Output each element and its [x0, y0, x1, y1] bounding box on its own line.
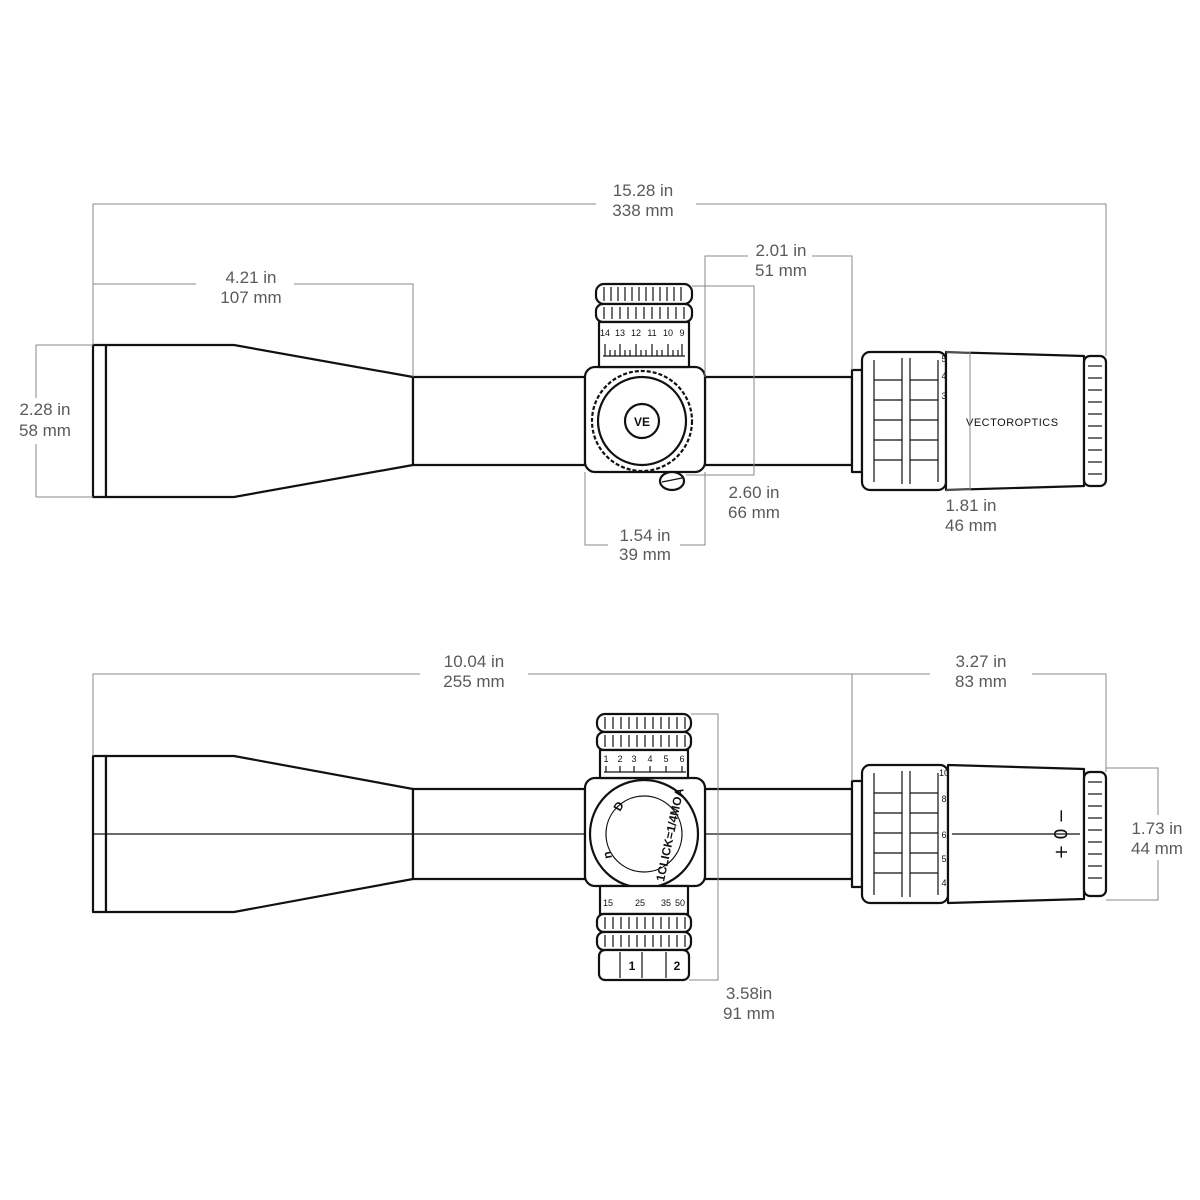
windage-scale-band	[598, 748, 690, 780]
turret-height-mm: 66 mm	[728, 503, 780, 522]
windage-scale-label: 4	[647, 754, 652, 764]
elevation-scale-label: 14	[600, 328, 610, 338]
diopter-zero-mark: 0	[1051, 828, 1072, 839]
eyepiece-collar-side	[850, 779, 864, 889]
parallax-scale-label: 25	[635, 898, 645, 908]
main-tube-front	[411, 375, 587, 467]
elevation-scale-label: 11	[647, 328, 656, 338]
dial-direction-label: n	[600, 850, 615, 860]
elevation-scale-label: 9	[679, 328, 684, 338]
overall-length-mm: 338 mm	[612, 201, 673, 220]
illumination-scale-label: 1	[629, 959, 636, 973]
cap-logo-icon: VE	[634, 415, 650, 429]
zoom-scale-label: 10	[939, 768, 949, 778]
zoom-scale-label: 8	[941, 794, 946, 804]
saddle-to-zoom-mm: 51 mm	[755, 261, 807, 280]
scope-side-view: 1 2 3 4 5 6 D n 1CLICK=1/4MOA 15 25	[91, 652, 1183, 1023]
windage-scale-label: 6	[679, 754, 684, 764]
zoom-ring-side	[860, 763, 950, 905]
eyepiece-dia-top-in: 1.81 in	[945, 496, 996, 515]
parallax-turret: 15 25 35 50	[595, 884, 693, 982]
objective-front-ring	[91, 343, 108, 499]
eyepiece-top-view: 5 4 3 VECTOROPTICS	[850, 350, 1108, 492]
main-tube-rear	[703, 375, 854, 467]
objective-bell-in: 4.21 in	[225, 268, 276, 287]
zoom-scale-label: 4	[941, 878, 946, 888]
saddle-to-zoom-in: 2.01 in	[755, 241, 806, 260]
parallax-scale-label: 15	[603, 898, 613, 908]
front-length-in: 10.04 in	[444, 652, 505, 671]
zoom-scale-label: 3	[941, 391, 946, 401]
diopter-ring	[1082, 354, 1108, 488]
parallax-scale-label: 50	[675, 898, 685, 908]
side-dial-top-view: VE	[590, 369, 694, 492]
elevation-turret-top: 14 13 12 11 10 9	[594, 282, 694, 369]
eyepiece-dia-side-in: 1.73 in	[1131, 819, 1182, 838]
windage-scale-label: 3	[631, 754, 636, 764]
elevation-scale-label: 13	[615, 328, 625, 338]
objective-dia-in: 2.28 in	[19, 400, 70, 419]
eyepiece-dia-side-mm: 44 mm	[1131, 839, 1183, 858]
brand-logo: VECTOROPTICS	[966, 417, 1059, 429]
zoom-scale-label: 6	[941, 830, 946, 840]
eyepiece-length-mm: 83 mm	[955, 672, 1007, 691]
illumination-knob	[658, 470, 686, 492]
parallax-scale-band	[598, 884, 690, 916]
elevation-scale-label: 10	[663, 328, 673, 338]
parallax-scale-label: 35	[661, 898, 671, 908]
eyepiece-body	[944, 350, 1086, 492]
front-length-mm: 255 mm	[443, 672, 504, 691]
elevation-dial-side: D n 1CLICK=1/4MOA	[588, 778, 700, 890]
zoom-scale-label: 4	[941, 371, 946, 381]
dimension-lines-side	[92, 673, 1159, 981]
eyepiece-dia-top-mm: 46 mm	[945, 516, 997, 535]
elevation-scale-band	[597, 320, 691, 369]
turret-height-in: 2.60 in	[728, 483, 779, 502]
eyepiece-side-view: 10 8 6 5 4 + 0 −	[850, 763, 1108, 905]
overall-length-in: 15.28 in	[613, 181, 674, 200]
eyepiece-collar	[850, 368, 864, 474]
dimension-labels-side: 10.04 in 255 mm 3.27 in 83 mm 1.73 in 44…	[443, 652, 1183, 1023]
objective-bell-mm: 107 mm	[220, 288, 281, 307]
elevation-scale-label: 12	[631, 328, 641, 338]
windage-scale-label: 5	[663, 754, 668, 764]
dimension-lines-top	[35, 203, 1107, 546]
windage-scale-label: 2	[617, 754, 622, 764]
diopter-minus-mark: −	[1051, 808, 1072, 823]
eyepiece-length-in: 3.27 in	[955, 652, 1006, 671]
turret-span-in: 3.58in	[726, 984, 772, 1003]
saddle-width-mm: 39 mm	[619, 545, 671, 564]
windage-scale-label: 1	[603, 754, 608, 764]
saddle-width-in: 1.54 in	[619, 526, 670, 545]
zoom-scale-label: 5	[941, 854, 946, 864]
windage-turret: 1 2 3 4 5 6	[595, 712, 693, 780]
turret-span-mm: 91 mm	[723, 1004, 775, 1023]
diopter-ring-side	[1082, 770, 1108, 898]
objective-dia-mm: 58 mm	[19, 421, 71, 440]
dimension-labels-top: 15.28 in 338 mm 4.21 in 107 mm 2.01 in 5…	[19, 181, 997, 564]
scope-top-view: 14 13 12 11 10 9 VE	[19, 181, 1108, 564]
objective-bell	[104, 343, 415, 499]
diopter-plus-mark: +	[1051, 844, 1072, 859]
zoom-scale-label: 5	[941, 354, 946, 364]
illumination-scale-label: 2	[674, 959, 681, 973]
